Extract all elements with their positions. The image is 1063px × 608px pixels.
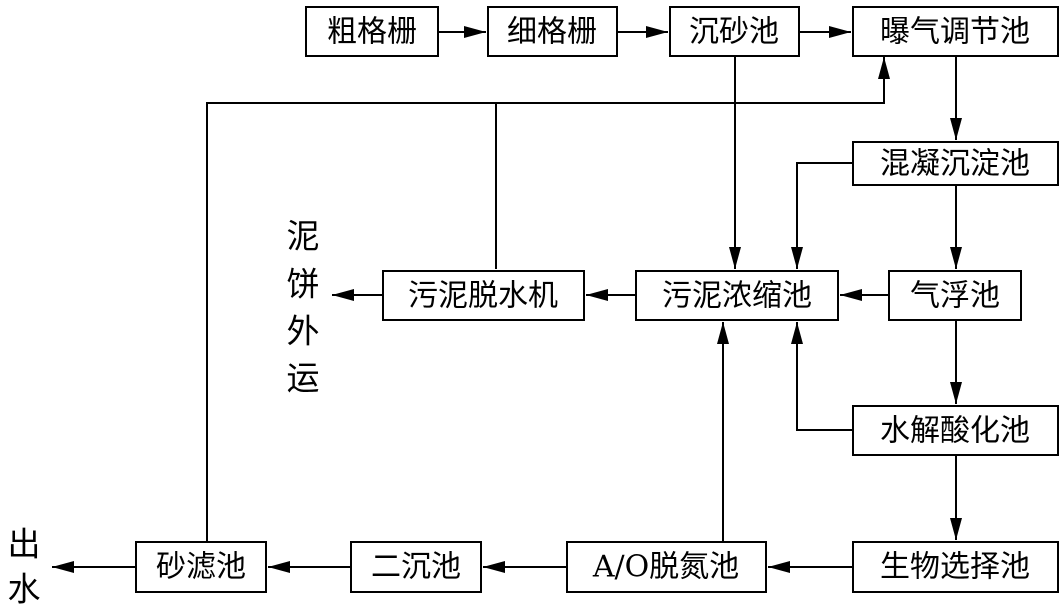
arrow-coag-to-thickener: [791, 162, 853, 269]
arrow-hydrolysis-to-thickener: [791, 322, 853, 431]
node-label: 污泥脱水机: [408, 279, 558, 314]
label-effluent-out: 出 水: [8, 525, 41, 608]
outlet-char: 水: [8, 570, 41, 608]
cake-char: 饼: [287, 265, 320, 304]
node-secondary-clarifier: 二沉池: [350, 541, 482, 593]
node-label: 砂滤池: [156, 550, 246, 585]
node-fine-screen: 细格栅: [487, 6, 618, 57]
node-label: 气浮池: [910, 279, 1000, 314]
node-aeration-tank: 曝气调节池: [852, 6, 1059, 57]
node-coag-sed-tank: 混凝沉淀池: [852, 141, 1059, 186]
node-coarse-screen: 粗格栅: [305, 6, 439, 57]
node-label: 沉砂池: [689, 15, 779, 50]
label-sludge-cake-out: 泥 饼 外 运: [287, 217, 320, 398]
cake-char: 泥: [287, 217, 320, 256]
node-flotation-tank: 气浮池: [888, 270, 1022, 321]
node-label: 二沉池: [371, 550, 461, 585]
node-bio-select-tank: 生物选择池: [852, 541, 1059, 593]
cake-char: 运: [287, 359, 320, 398]
return-line-to-aeration: [206, 57, 890, 542]
node-label: 生物选择池: [880, 550, 1030, 585]
node-sludge-thickener: 污泥浓缩池: [635, 270, 839, 321]
node-grit-chamber: 沉砂池: [669, 6, 800, 57]
node-label: 污泥浓缩池: [662, 279, 812, 314]
cake-char: 外: [287, 312, 320, 351]
node-label: 混凝沉淀池: [880, 147, 1030, 182]
node-sludge-dewater: 污泥脱水机: [382, 270, 585, 321]
node-label: 细格栅: [507, 15, 597, 50]
node-label: A/O脱氮池: [592, 550, 739, 585]
node-sand-filter: 砂滤池: [135, 541, 267, 593]
outlet-char: 出: [8, 525, 41, 564]
node-label: 粗格栅: [327, 15, 417, 50]
node-label: 水解酸化池: [880, 414, 1030, 449]
node-label: 曝气调节池: [880, 15, 1030, 50]
node-ao-tank: A/O脱氮池: [566, 541, 767, 593]
connectors: [52, 26, 962, 573]
node-hydrolysis-tank: 水解酸化池: [852, 405, 1059, 456]
